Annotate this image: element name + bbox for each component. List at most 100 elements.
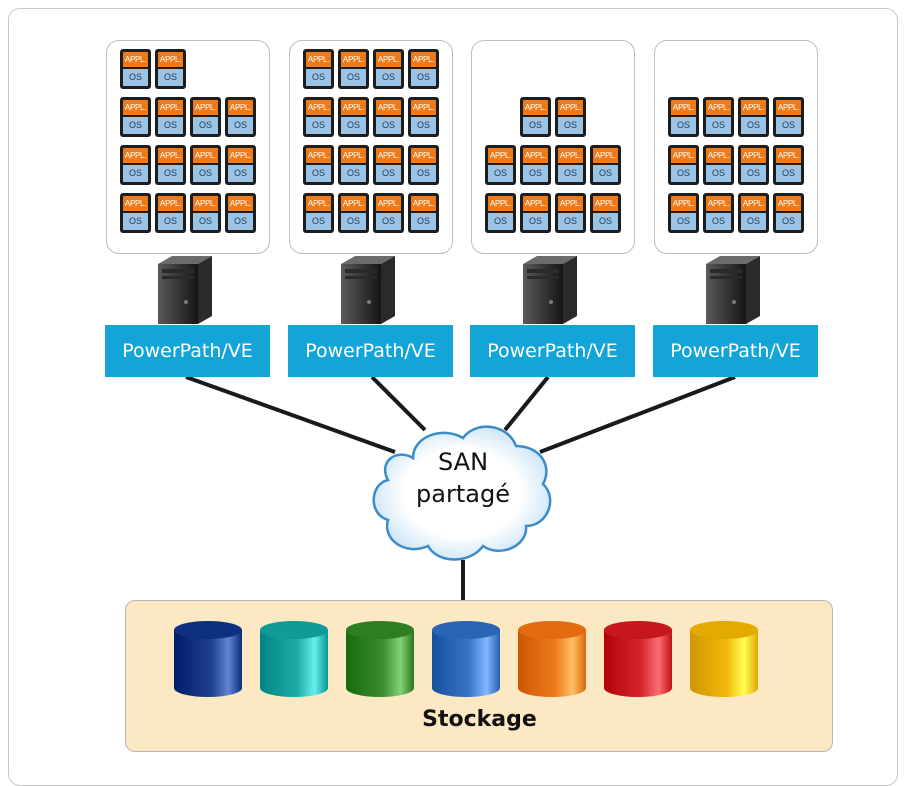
vm-os-label: OS — [706, 213, 731, 230]
vm-os-label: OS — [341, 165, 366, 182]
vm-tile: APPL.OS — [155, 145, 186, 185]
vm-tile: APPL.OS — [120, 193, 151, 233]
vm-app-label: APPL. — [411, 196, 436, 211]
vm-os-label: OS — [411, 69, 436, 86]
vm-tile: APPL.OS — [225, 97, 256, 137]
vm-tile: APPL.OS — [338, 145, 369, 185]
vm-tile: APPL.OS — [703, 145, 734, 185]
vm-app-label: APPL. — [376, 100, 401, 115]
vm-os-label: OS — [776, 117, 801, 134]
vm-tile: APPL.OS — [303, 97, 334, 137]
vm-app-label: APPL. — [523, 100, 548, 115]
vm-os-label: OS — [523, 165, 548, 182]
link-host-4 — [539, 375, 736, 454]
vm-os-label: OS — [376, 117, 401, 134]
vm-tile: APPL. OS — [190, 145, 221, 185]
vm-os-label: OS — [558, 213, 583, 230]
storage-disk-icon — [518, 621, 586, 697]
vm-app-label: APPL. — [123, 196, 148, 211]
vm-app-label: APPL. — [158, 196, 183, 211]
vm-os-label: OS — [158, 165, 183, 182]
vm-os-label: OS — [411, 165, 436, 182]
vm-tile: APPL.OS — [408, 145, 439, 185]
vm-app-label: APPL. — [158, 52, 183, 67]
vm-os-label: OS — [193, 165, 218, 182]
vm-app-label: APPL. — [706, 100, 731, 115]
vm-tile: APPL.OS — [485, 145, 516, 185]
vm-app-label: APPL. — [341, 52, 366, 67]
vm-app-label: APPL. — [123, 100, 148, 115]
vm-os-label: OS — [158, 69, 183, 86]
vm-app-label: APPL. — [158, 100, 183, 115]
vm-tile: APPL.OS — [590, 145, 621, 185]
vm-app-label: APPL. — [741, 196, 766, 211]
vm-tile: APPL. OS — [773, 193, 804, 233]
vm-tile: APPL.OS — [590, 193, 621, 233]
vm-os-label: OS — [376, 213, 401, 230]
vm-app-label: APPL. — [341, 100, 366, 115]
vm-app-label: APPL. — [488, 196, 513, 211]
vm-os-label: OS — [341, 213, 366, 230]
vm-os-label: OS — [706, 117, 731, 134]
vm-app-label: APPL. — [123, 148, 148, 163]
link-host-2 — [370, 375, 427, 432]
vm-app-label: APPL. — [306, 52, 331, 67]
vm-os-label: OS — [123, 165, 148, 182]
vm-tile: APPL.OS — [155, 97, 186, 137]
vm-app-label: APPL. — [193, 148, 218, 163]
storage-disk-icon — [260, 621, 328, 697]
link-host-3 — [503, 375, 550, 432]
vm-tile: APPL.OS — [668, 97, 699, 137]
vm-os-label: OS — [593, 213, 618, 230]
vm-os-label: OS — [341, 69, 366, 86]
vm-tile: APPL. OS — [738, 193, 769, 233]
vm-os-label: OS — [671, 165, 696, 182]
powerpath-label-3: PowerPath/VE — [470, 325, 635, 377]
vm-tile: APPL. OS — [155, 49, 186, 89]
vm-tile: APPL.OS — [738, 145, 769, 185]
server-icon — [706, 256, 760, 324]
vm-app-label: APPL. — [523, 196, 548, 211]
vm-app-label: APPL. — [306, 100, 331, 115]
vm-os-label: OS — [306, 69, 331, 86]
vm-tile: APPL.OS — [668, 145, 699, 185]
powerpath-label-4: PowerPath/VE — [653, 325, 818, 377]
vm-app-label: APPL. — [741, 148, 766, 163]
vm-app-label: APPL. — [671, 100, 696, 115]
vm-app-label: APPL. — [776, 196, 801, 211]
vm-os-label: OS — [558, 165, 583, 182]
vm-os-label: OS — [776, 213, 801, 230]
vm-os-label: OS — [741, 213, 766, 230]
vm-tile: APPL. OS — [520, 97, 551, 137]
vm-tile: APPL.OS — [773, 145, 804, 185]
vm-tile: APPL.OS — [373, 49, 404, 89]
vm-os-label: OS — [228, 117, 253, 134]
vm-os-label: OS — [123, 69, 148, 86]
vm-app-label: APPL. — [306, 148, 331, 163]
vm-os-label: OS — [306, 165, 331, 182]
server-icon — [158, 256, 212, 324]
vm-tile: APPL.OS — [190, 193, 221, 233]
vm-os-label: OS — [376, 69, 401, 86]
san-label-line1: SAN — [437, 448, 489, 476]
vm-os-label: OS — [523, 117, 548, 134]
vm-os-label: OS — [193, 213, 218, 230]
vm-app-label: APPL. — [523, 148, 548, 163]
vm-os-label: OS — [341, 117, 366, 134]
vm-app-label: APPL. — [706, 196, 731, 211]
storage-disk-icon — [604, 621, 672, 697]
vm-tile: APPL. OS — [303, 145, 334, 185]
vm-tile: APPL. OS — [408, 49, 439, 89]
storage-disk-icon — [690, 621, 758, 697]
vm-app-label: APPL. — [776, 100, 801, 115]
vm-os-label: OS — [376, 165, 401, 182]
vm-os-label: OS — [741, 117, 766, 134]
vm-os-label: OS — [523, 213, 548, 230]
vm-app-label: APPL. — [376, 196, 401, 211]
vm-tile: APPL. OS — [338, 49, 369, 89]
powerpath-label-2: PowerPath/VE — [288, 325, 453, 377]
vm-os-label: OS — [558, 117, 583, 134]
vm-app-label: APPL. — [411, 52, 436, 67]
vm-tile: APPL. OS — [703, 193, 734, 233]
